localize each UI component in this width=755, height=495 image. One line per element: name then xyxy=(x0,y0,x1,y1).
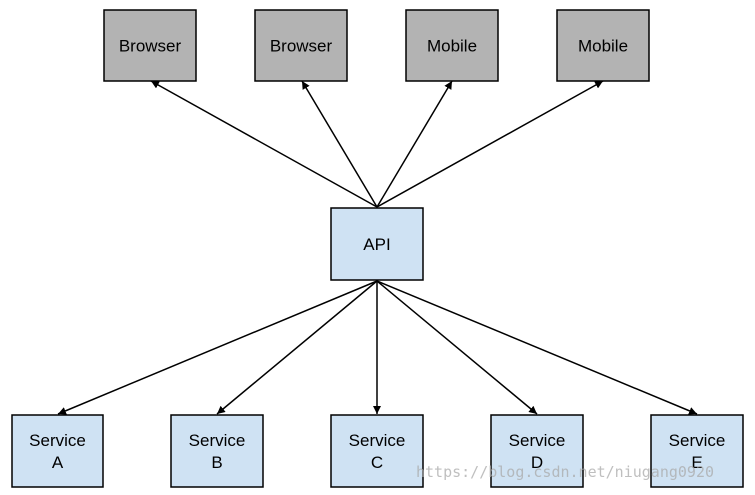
client-label: Mobile xyxy=(427,37,477,56)
service-label: Service xyxy=(509,431,566,450)
service-label: Service xyxy=(189,431,246,450)
service-box xyxy=(490,414,584,488)
client-box xyxy=(405,9,499,82)
client-node-mobile-3: Mobile xyxy=(405,9,499,82)
client-label: Browser xyxy=(270,37,333,56)
service-box xyxy=(330,414,424,488)
client-node-browser-2: Browser xyxy=(254,9,348,82)
edge-api-to-client-3 xyxy=(376,80,453,208)
service-label: Service xyxy=(669,431,726,450)
api-box xyxy=(330,207,424,281)
edge-api-to-client-2 xyxy=(301,80,378,208)
edge-api-to-client-1 xyxy=(150,80,378,208)
service-box xyxy=(11,414,104,488)
service-box xyxy=(650,414,744,488)
client-box xyxy=(556,9,650,82)
service-letter-label: E xyxy=(691,453,702,472)
service-letter-label: A xyxy=(52,453,64,472)
client-box xyxy=(103,9,197,82)
client-label: Mobile xyxy=(578,37,628,56)
watermark-text: https://blog.csdn.net/niugang0920 xyxy=(416,463,715,481)
service-letter-label: D xyxy=(531,453,543,472)
service-label: Service xyxy=(349,431,406,450)
service-label: Service xyxy=(29,431,86,450)
client-node-mobile-4: Mobile xyxy=(556,9,650,82)
edge-api-to-service-4 xyxy=(376,280,538,415)
api-label: API xyxy=(363,235,390,254)
edges xyxy=(57,80,698,415)
service-box xyxy=(170,414,264,488)
client-label: Browser xyxy=(119,37,182,56)
edge-api-to-service-5 xyxy=(376,280,698,415)
service-letter-label: C xyxy=(371,453,383,472)
client-box xyxy=(254,9,348,82)
edge-api-to-service-2 xyxy=(216,280,378,415)
service-letter-label: B xyxy=(211,453,222,472)
edge-api-to-service-1 xyxy=(57,280,378,415)
edge-api-to-client-4 xyxy=(376,80,604,208)
client-node-browser-1: Browser xyxy=(103,9,197,82)
api-node: API xyxy=(330,207,424,281)
